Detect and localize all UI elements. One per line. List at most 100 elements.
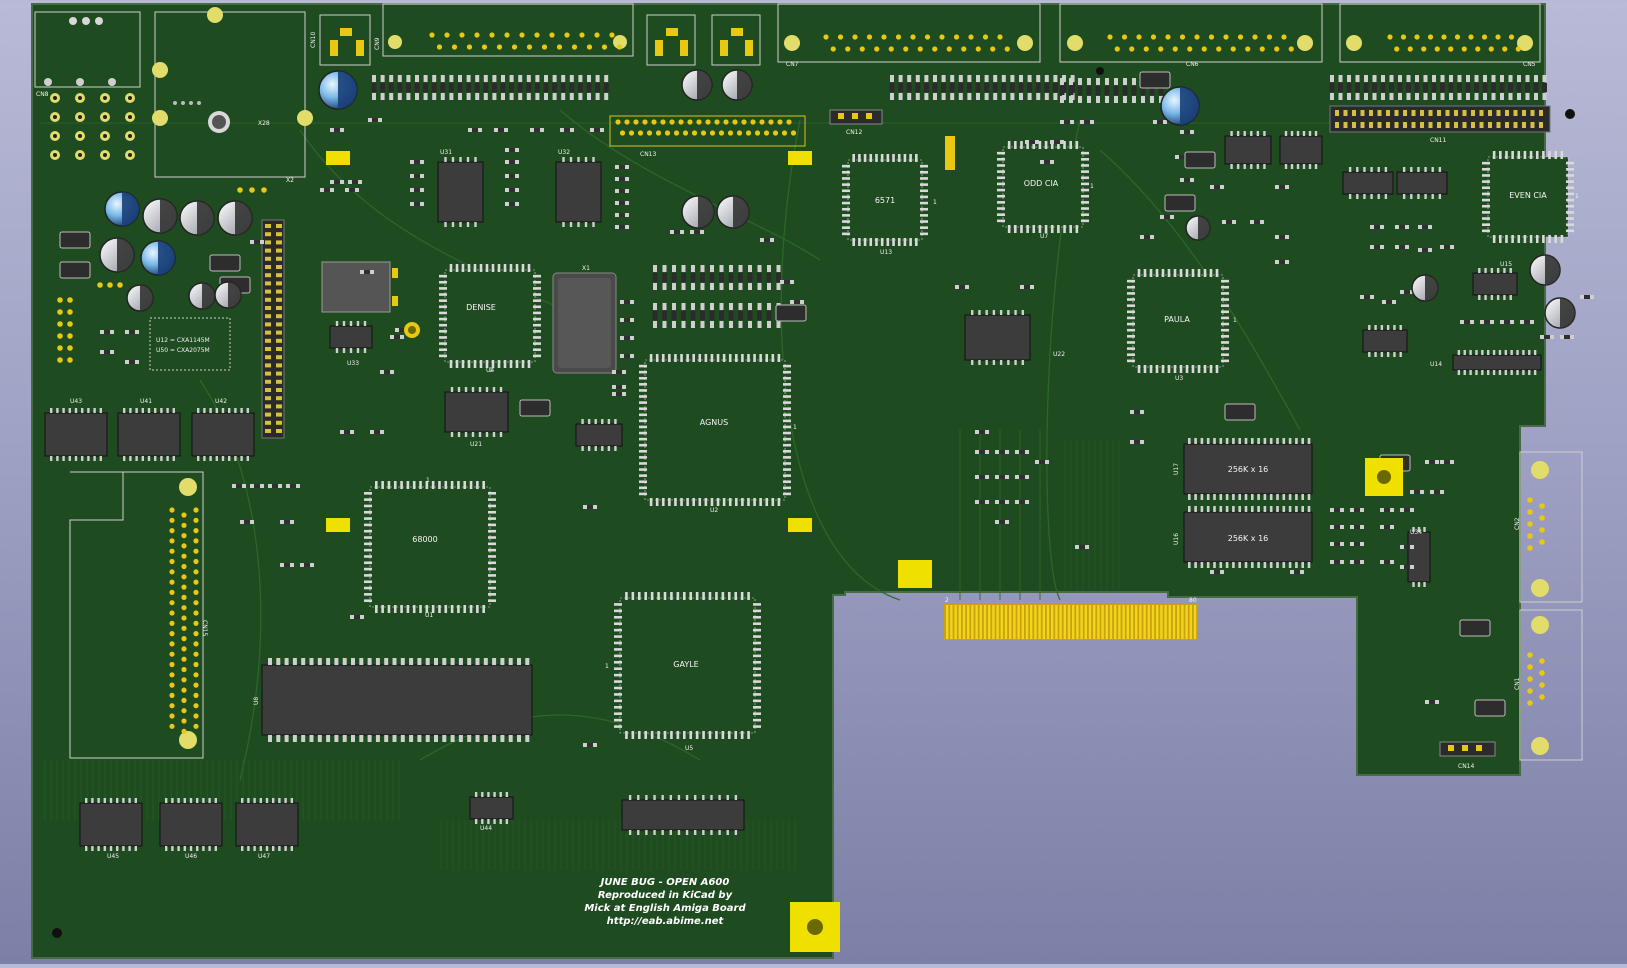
smd-pad	[1360, 560, 1364, 564]
smd-body	[564, 128, 570, 132]
cn13-pin	[790, 130, 797, 136]
soic-pin	[577, 157, 580, 162]
cn7-pin	[990, 46, 996, 52]
ram-pin	[1232, 438, 1235, 444]
connector-pin	[1539, 503, 1545, 509]
ref-u15: U15	[1500, 261, 1512, 268]
resistor	[1415, 93, 1419, 100]
qfp-pad	[903, 238, 907, 246]
resistor	[662, 273, 667, 282]
u8-pin	[317, 658, 322, 665]
cn15-pin	[169, 682, 175, 688]
smd-pad	[505, 148, 509, 152]
soic-pin	[123, 408, 126, 413]
qfp-pad	[740, 592, 744, 600]
qfp-pad	[1167, 365, 1171, 373]
smd-body	[784, 280, 790, 284]
qfp-pad	[639, 456, 647, 459]
smd-pad	[995, 500, 999, 504]
smd-pad	[1428, 248, 1432, 252]
cn13-pin	[615, 119, 621, 125]
soic-pin	[342, 321, 346, 326]
soic-pin	[1478, 295, 1481, 300]
smd-pad	[286, 484, 290, 488]
qfp-pad	[439, 299, 447, 302]
qfp-pad	[625, 731, 628, 739]
resistor	[1001, 83, 1007, 92]
ecap-left-1	[104, 191, 140, 227]
resistor	[1329, 83, 1335, 92]
u15-soic-body	[1472, 272, 1518, 296]
qfp-pad	[439, 317, 447, 321]
ref-u14: U14	[1430, 361, 1442, 368]
qfp-pad	[381, 481, 384, 489]
connector-pin	[1539, 527, 1545, 533]
smd-body	[1294, 570, 1300, 574]
qfp-pad	[716, 498, 720, 506]
smd-body	[1144, 235, 1150, 239]
cn16-pin	[265, 379, 271, 384]
qfp-pad	[704, 498, 708, 506]
qfp-pad	[759, 498, 762, 506]
edge-connector-fingers	[944, 604, 1197, 640]
soic-pin	[278, 798, 281, 803]
cn9-pin	[601, 44, 608, 50]
resistor	[681, 311, 686, 320]
smd-pad	[1550, 335, 1554, 339]
cn9-pin	[511, 44, 518, 50]
qfp-pad	[721, 592, 725, 600]
smd-body	[414, 174, 420, 178]
qfp-pad	[1081, 201, 1089, 204]
soic-pin	[85, 798, 88, 803]
qfp-pad	[753, 615, 761, 619]
smd-pad	[760, 238, 764, 242]
th-pin	[57, 309, 63, 315]
u8-pin	[342, 735, 347, 742]
cn15-pin	[169, 661, 175, 668]
u39-soic	[1362, 325, 1408, 357]
soic-pin	[1412, 527, 1415, 532]
qfp-pad	[1566, 211, 1574, 214]
resistor	[700, 283, 705, 290]
smd-body	[764, 238, 770, 242]
qfp-pad	[842, 220, 850, 223]
qfp-pad	[488, 492, 496, 495]
qfp-pad	[708, 731, 712, 739]
smd-pad	[1370, 295, 1374, 299]
qfp-pad	[863, 154, 867, 162]
resistor	[1346, 83, 1352, 92]
header-hole	[53, 115, 57, 119]
soic-pin	[103, 846, 106, 851]
qfp-pad	[1127, 353, 1135, 357]
qfp-pad	[680, 354, 683, 362]
soic-pin	[259, 846, 262, 851]
resistor	[1457, 83, 1462, 92]
qfp-pad	[765, 498, 769, 506]
ram-pin	[1301, 506, 1304, 512]
qfp-pad	[1209, 365, 1213, 373]
cn7-pin	[881, 34, 887, 40]
smd-pad	[1400, 290, 1404, 294]
qfp-pad	[1081, 176, 1089, 180]
smd-body	[534, 128, 540, 132]
resistor	[1149, 86, 1155, 95]
soic-pin	[240, 408, 243, 413]
ram-chip-u16: 256K x 16 U16	[1173, 506, 1313, 568]
resistor	[1087, 96, 1091, 103]
u8-pin	[450, 735, 455, 742]
qfp-pad	[488, 574, 496, 577]
header-hole	[103, 153, 107, 157]
qfp-pad	[735, 498, 738, 506]
qfp-pad	[503, 264, 507, 272]
resistor	[1060, 78, 1064, 85]
qfp-pad	[639, 443, 647, 447]
smd-body	[979, 500, 985, 504]
u8-pin	[284, 735, 289, 742]
soic-pin	[203, 456, 206, 461]
qfp-pad	[1185, 269, 1189, 277]
smd-pad	[1420, 490, 1424, 494]
qfp-pad	[783, 486, 791, 490]
resistor	[1010, 75, 1015, 82]
qfp-pad	[880, 238, 884, 246]
